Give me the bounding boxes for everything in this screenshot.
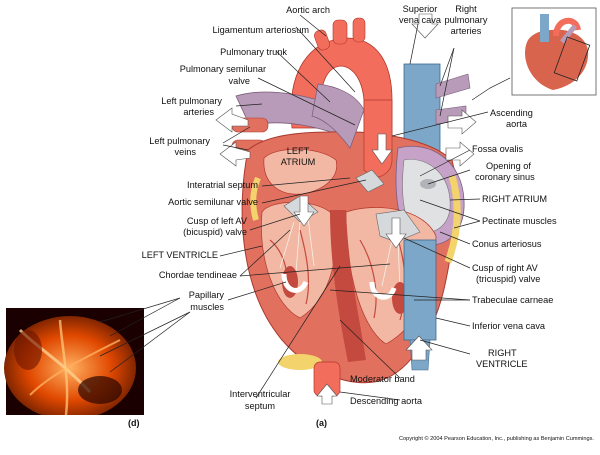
cadaver-photo-panel bbox=[4, 308, 144, 428]
label-superior-vena-cava-l2: vena cava bbox=[399, 15, 442, 25]
label-right-ventricle-l2: VENTRICLE bbox=[476, 359, 528, 369]
svg-text:Interventricular: Interventricular bbox=[230, 389, 291, 399]
label-superior-vena-cava-l1: Superior bbox=[403, 4, 438, 14]
label-aortic-arch: Aortic arch bbox=[286, 5, 330, 15]
label-pulmonary-semilunar-valve-l1: Pulmonary semilunar bbox=[180, 64, 266, 74]
label-cusp-right-av-l2: (tricuspid) valve bbox=[476, 274, 540, 284]
labels-left: Aortic arch Ligamentum arteriosum Pulmon… bbox=[142, 5, 330, 312]
label-pectinate-muscles: Pectinate muscles bbox=[482, 216, 557, 226]
label-opening-coronary-sinus-l1: Opening of bbox=[486, 161, 531, 171]
label-right-atrium: RIGHT ATRIUM bbox=[482, 194, 547, 204]
labels-right-top: Superior vena cava Right pulmonary arter… bbox=[399, 4, 488, 36]
label-left-atrium: LEFT ATRIUM bbox=[281, 146, 316, 167]
panel-letter-a: (a) bbox=[316, 418, 327, 428]
labels-right: Ascending aorta Fossa ovalis Opening of … bbox=[350, 108, 557, 406]
label-opening-coronary-sinus-l2: coronary sinus bbox=[475, 172, 535, 182]
label-ligamentum-arteriosum: Ligamentum arteriosum bbox=[212, 25, 309, 35]
label-cusp-left-av-l1: Cusp of left AV bbox=[187, 216, 248, 226]
label-papillary-muscles-l1: Papillary bbox=[189, 290, 225, 300]
label-left-pulmonary-veins-l2: veins bbox=[175, 147, 197, 157]
inset-heart-thumbnail bbox=[511, 7, 597, 96]
label-interventricular-septum: Interventricular septum bbox=[230, 389, 291, 411]
label-pulmonary-trunk: Pulmonary trunk bbox=[220, 47, 287, 57]
label-cusp-right-av-l1: Cusp of right AV bbox=[472, 263, 539, 273]
label-right-pulmonary-arteries-l2: pulmonary bbox=[445, 15, 488, 25]
label-left-pulmonary-arteries-l1: Left pulmonary bbox=[161, 96, 222, 106]
panel-letter-d: (d) bbox=[128, 418, 140, 428]
label-interatrial-septum: Interatrial septum bbox=[187, 180, 258, 190]
label-trabeculae-carneae: Trabeculae carneae bbox=[472, 295, 553, 305]
label-ascending-aorta-l2: aorta bbox=[506, 119, 528, 129]
label-ascending-aorta-l1: Ascending bbox=[490, 108, 533, 118]
label-right-pulmonary-arteries-l1: Right bbox=[455, 4, 477, 14]
label-descending-aorta: Descending aorta bbox=[350, 396, 423, 406]
label-fossa-ovalis: Fossa ovalis bbox=[472, 144, 523, 154]
label-papillary-muscles-l2: muscles bbox=[190, 302, 224, 312]
label-left-pulmonary-arteries-l2: arteries bbox=[183, 107, 214, 117]
leader-lines bbox=[99, 14, 489, 401]
label-conus-arteriosus: Conus arteriosus bbox=[472, 239, 542, 249]
svg-text:LEFT: LEFT bbox=[287, 146, 310, 156]
label-left-pulmonary-veins-l1: Left pulmonary bbox=[149, 136, 210, 146]
label-right-ventricle-l1: RIGHT bbox=[488, 348, 517, 358]
label-right-pulmonary-arteries-l3: arteries bbox=[451, 26, 482, 36]
label-aortic-semilunar-valve: Aortic semilunar valve bbox=[168, 197, 258, 207]
label-cusp-left-av-l2: (bicuspid) valve bbox=[183, 227, 247, 237]
label-moderator-band: Moderator band bbox=[350, 374, 415, 384]
heart-section-illustration bbox=[215, 13, 477, 405]
label-left-ventricle: LEFT VENTRICLE bbox=[142, 250, 218, 260]
copyright-notice: Copyright © 2004 Pearson Education, Inc.… bbox=[399, 435, 594, 442]
label-inferior-vena-cava: Inferior vena cava bbox=[472, 321, 546, 331]
inset-pointer-line bbox=[471, 77, 511, 101]
svg-text:ATRIUM: ATRIUM bbox=[281, 157, 316, 167]
label-pulmonary-semilunar-valve-l2: valve bbox=[229, 76, 250, 86]
svg-text:septum: septum bbox=[245, 401, 275, 411]
label-chordae-tendineae: Chordae tendineae bbox=[159, 270, 237, 280]
